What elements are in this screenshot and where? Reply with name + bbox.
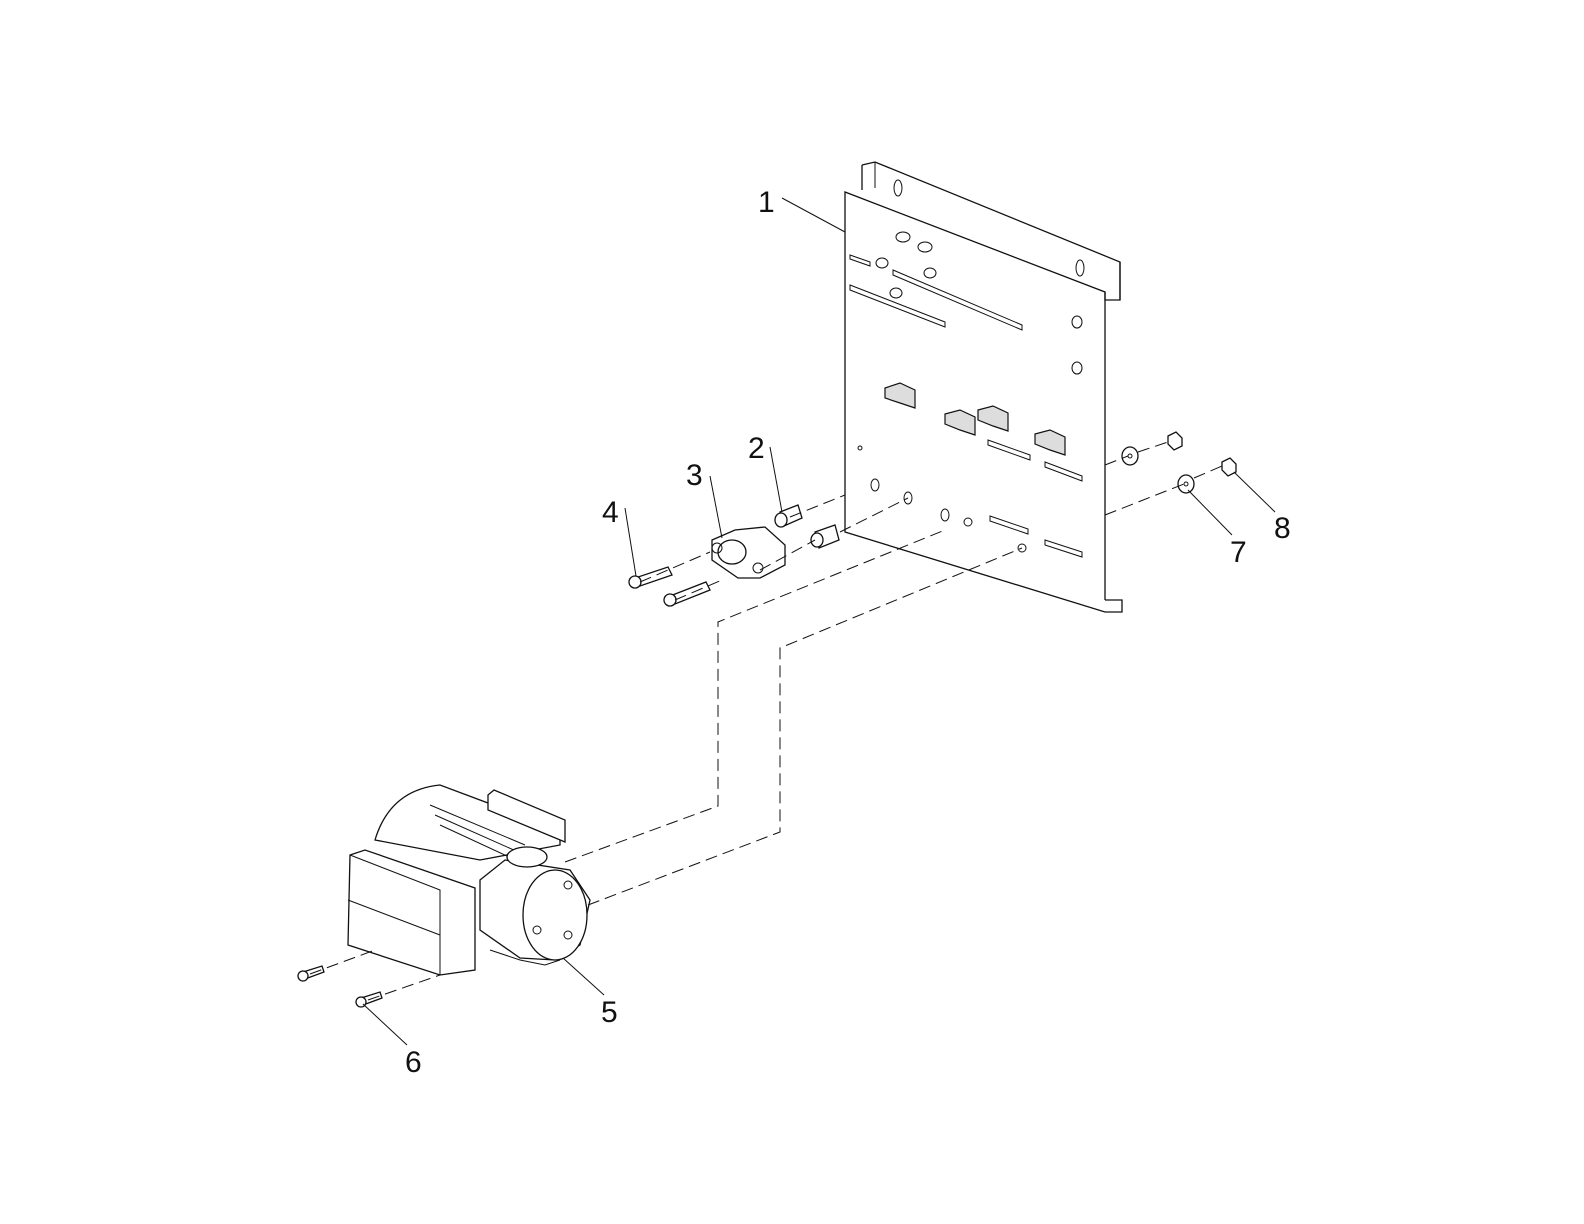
flange	[711, 526, 786, 579]
washer	[1121, 446, 1195, 494]
callout-6: 6	[405, 1046, 422, 1079]
leader-lines	[362, 197, 1276, 1046]
callout-2: 2	[748, 432, 765, 465]
pump-screw	[297, 965, 383, 1008]
callout-5: 5	[601, 996, 618, 1029]
callout-7: 7	[1230, 536, 1247, 569]
flange-screw	[628, 566, 711, 607]
mounting-bracket	[844, 161, 1123, 613]
assembly-lines	[309, 441, 1223, 1001]
callout-4: 4	[602, 496, 619, 529]
nut	[1167, 431, 1237, 477]
callout-8: 8	[1274, 512, 1291, 545]
pump	[347, 784, 591, 976]
callout-3: 3	[686, 459, 703, 492]
spacer	[774, 504, 840, 549]
callout-1: 1	[758, 186, 775, 219]
